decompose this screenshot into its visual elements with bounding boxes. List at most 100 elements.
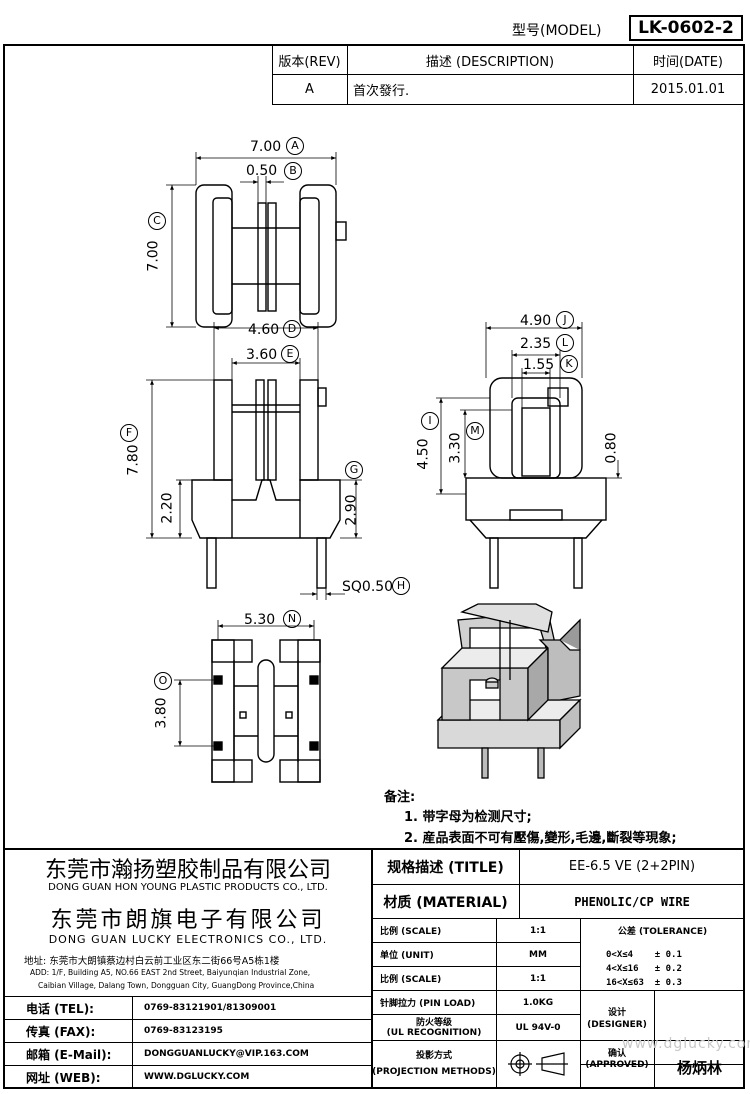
designer-label-1: 设计 [607, 1007, 626, 1018]
spec-line [372, 990, 745, 991]
dim-c-balloon: C [148, 212, 166, 230]
dim-h-value: SQ0.50 [342, 579, 394, 595]
contact-col-line [132, 996, 133, 1089]
company-name-2: 东莞市朗旗电子有限公司 [50, 908, 326, 933]
dim-e-value: 3.60 [246, 347, 278, 363]
contact-line [3, 1019, 371, 1020]
tolerance-3: 16<X≤63 ± 0.3 [606, 977, 682, 988]
drawing-frame [3, 44, 745, 1089]
dim-220-value: 2.20 [159, 492, 176, 524]
rev-divider [272, 74, 743, 75]
title-block-divider [371, 848, 373, 1089]
approved-label-2: (APPROVED) [585, 1060, 649, 1070]
dim-g-balloon: G [345, 461, 363, 479]
dim-d-value: 4.60 [248, 322, 280, 338]
company-en-2: DONG GUAN LUCKY ELECTRONICS CO., LTD. [48, 933, 328, 946]
spec-col-line [519, 848, 520, 918]
dim-o-value: 3.80 [153, 697, 170, 729]
dim-b-balloon: B [284, 162, 302, 180]
unit-label: 单位 (UNIT) [380, 951, 434, 961]
spec-material-value: PHENOLIC/CP WIRE [574, 894, 690, 909]
model-number: LK-0602-2 [629, 15, 743, 41]
dim-a-value: 7.00 [250, 139, 282, 155]
web-label: 网址 (WEB): [26, 1070, 101, 1085]
fax-label: 传真 (FAX): [26, 1024, 96, 1039]
scale-label: 比例 (SCALE) [380, 927, 442, 937]
designer-label-2: (DESIGNER) [587, 1020, 647, 1030]
contact-line [3, 1042, 371, 1043]
projection-label-2: (PROJECTION METHODS) [372, 1067, 496, 1077]
dim-k-value: 1.55 [523, 357, 555, 373]
ul-label-1: 防火等级 [415, 1017, 452, 1028]
contact-line [3, 1065, 371, 1066]
dim-j-balloon: J [556, 311, 574, 329]
dim-i-value: 4.50 [415, 438, 432, 470]
watermark-text: www.dglucky.com [622, 1036, 750, 1052]
dim-o-balloon: O [154, 672, 172, 690]
dim-j-value: 4.90 [520, 313, 552, 329]
tel-label: 电话 (TEL): [26, 1001, 94, 1016]
dim-m-value: 3.30 [447, 432, 464, 464]
projection-label-1: 投影方式 [415, 1050, 452, 1061]
dim-080-value: 0.80 [603, 432, 620, 464]
dim-c-value: 7.00 [145, 240, 162, 272]
bottom-view [211, 639, 321, 783]
title-block [3, 848, 745, 1091]
tolerance-label: 公差 (TOLERANCE) [617, 927, 708, 937]
dim-h-balloon: H [392, 577, 410, 595]
rev-value: A [305, 82, 314, 97]
dim-i-balloon: I [421, 412, 439, 430]
company-en-1: DONG GUAN HON YOUNG PLASTIC PRODUCTS CO.… [48, 882, 328, 893]
spec-title-value: EE-6.5 VE (2+2PIN) [568, 859, 696, 874]
ul-value: UL 94V-0 [515, 1022, 561, 1033]
date-value: 2015.01.01 [650, 82, 726, 97]
notes-heading: 备注: [384, 790, 416, 805]
dim-l-value: 2.35 [520, 336, 552, 352]
dim-g-value: 2.90 [343, 494, 360, 526]
ul-label-2: (UL RECOGNITION) [386, 1028, 482, 1038]
scale2-value: 1:1 [529, 973, 547, 984]
scale2-label: 比例 (SCALE) [380, 975, 442, 985]
dim-k-balloon: K [560, 355, 578, 373]
date-header: 时间(DATE) [653, 55, 723, 70]
tolerance-1: 0<X≤4 ± 0.1 [606, 949, 682, 960]
rev-header: 版本(REV) [278, 55, 341, 70]
spec-line [372, 884, 745, 885]
top-view [195, 184, 347, 328]
spec-col-line [496, 918, 497, 1089]
dim-f-balloon: F [120, 424, 138, 442]
projection-symbol-icon [508, 1052, 568, 1076]
pin-load-label: 针脚拉力 (PIN LOAD) [380, 999, 476, 1009]
email-label: 邮箱 (E-Mail): [26, 1047, 112, 1062]
note-1: 1. 带字母为检测尺寸; [404, 810, 532, 825]
contact-line [3, 996, 371, 997]
dim-l-balloon: L [556, 334, 574, 352]
spec-line [372, 966, 580, 967]
spec-col-line [580, 918, 581, 1089]
spec-line [372, 942, 580, 943]
company-address-cn: 地址: 东莞市大朗镇蔡边村白云前工业区东二街66号A5栋1楼 [24, 956, 280, 967]
company-address-en-2: Caibian Village, Dalang Town, Dongguan C… [38, 981, 315, 990]
spec-title-label: 规格描述 (TITLE) [387, 859, 504, 876]
approver-name: 杨炳林 [676, 1058, 722, 1077]
desc-value: 首次發行. [353, 84, 410, 99]
rev-col-line2 [633, 46, 634, 104]
approved-label-1: 确认 [607, 1048, 626, 1059]
dim-n-balloon: N [283, 610, 301, 628]
model-label: 型号(MODEL) [512, 23, 602, 39]
unit-value: MM [529, 949, 547, 960]
desc-header: 描述 (DESCRIPTION) [425, 55, 555, 70]
spec-line [580, 1064, 745, 1065]
rev-col-line [347, 46, 348, 104]
web-value: WWW.DGLUCKY.COM [144, 1072, 250, 1082]
tel-value: 0769-83121901/81309001 [144, 1003, 277, 1013]
dim-b-value: 0.50 [246, 163, 278, 179]
dim-e-balloon: E [281, 345, 299, 363]
dim-d-balloon: D [283, 320, 301, 338]
fax-value: 0769-83123195 [144, 1026, 223, 1036]
spec-line [372, 1014, 580, 1015]
revision-table [272, 46, 744, 105]
technical-drawing [146, 152, 622, 783]
spec-material-label: 材质 (MATERIAL) [383, 894, 508, 911]
spec-col-line [654, 990, 655, 1089]
